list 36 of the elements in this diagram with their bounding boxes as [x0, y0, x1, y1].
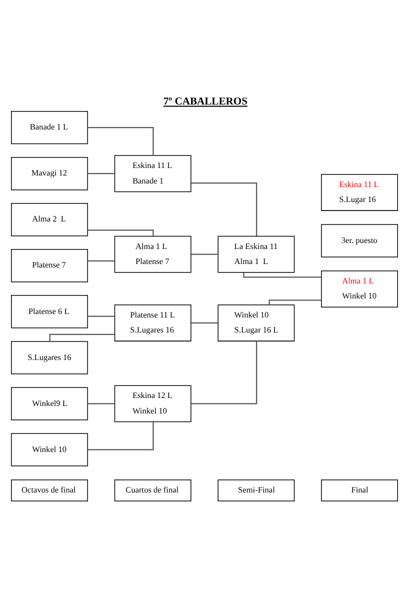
node-box: Octavos de final [11, 479, 88, 502]
node-box: Winkel 10 S.Lugar 16 L [218, 304, 295, 342]
node-box: Winkel9 L [11, 387, 88, 420]
node-box: Cuartos de final [114, 479, 192, 502]
node-box: Platense 6 L [11, 295, 88, 328]
node-box: Mavagi 12 [11, 157, 88, 190]
node-box: Platense 7 [11, 249, 88, 282]
connector [191, 182, 258, 236]
node-box: Alma 1 L Platense 7 [114, 236, 192, 273]
connector [191, 341, 258, 404]
node-box: Final [321, 479, 398, 502]
connector [191, 322, 218, 324]
node-box: Eskina 12 L Winkel 10 [114, 385, 192, 422]
node-box: La Eskina 11 Alma 1 L [218, 236, 295, 273]
node-box: 3er. puesto [321, 224, 398, 258]
node-box: Alma 2 L [11, 203, 88, 236]
node-box: Alma 1 L Winkel 10 [321, 270, 398, 308]
node-box: Platense 11 L S.Lugares 16 [114, 304, 192, 342]
connector [49, 334, 114, 342]
connector [268, 300, 322, 305]
node-box: Winkel 10 [11, 433, 88, 466]
connector [88, 403, 114, 404]
connector [88, 422, 154, 450]
connector [88, 127, 154, 156]
node-box: Eskina 11 L S.Lugar 16 [321, 174, 398, 211]
connector [88, 230, 154, 236]
connector [88, 260, 114, 262]
connector [191, 254, 218, 255]
connector [88, 316, 114, 317]
node-box: Eskina 11 L Banade 1 [114, 155, 192, 192]
connector [88, 173, 114, 174]
node-box: Banade 1 L [11, 110, 88, 144]
node-box: Semi-Final [218, 479, 295, 502]
connector [243, 272, 322, 278]
diagram-title: 7º CABALLEROS [163, 96, 248, 108]
node-box: S.Lugares 16 [11, 341, 88, 374]
